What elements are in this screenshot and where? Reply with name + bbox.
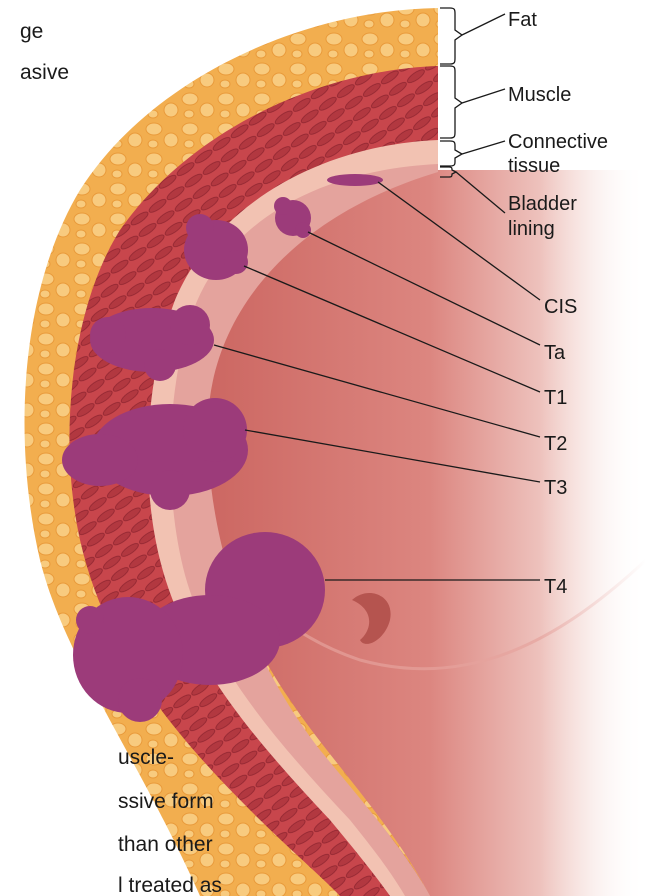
bracket-muscle [440,66,462,138]
leader-connective [462,141,505,154]
bottom-text-line-3: than other [118,833,213,856]
intro-text-line-2: asive [20,61,69,84]
bottom-text-line-1: uscle- [118,746,174,769]
label-t4: T4 [544,576,567,598]
tumor-cis [327,174,383,186]
layer-brackets [440,8,462,177]
label-ta: Ta [544,342,566,364]
label-t2: T2 [544,433,567,455]
label-cis: CIS [544,296,577,318]
label-t1: T1 [544,387,567,409]
bracket-connective [440,141,462,166]
label-lining-1: Bladder [508,193,577,215]
bracket-fat [440,8,462,64]
label-t3: T3 [544,477,567,499]
bottom-text-line-2: ssive form [118,790,214,813]
leader-muscle [462,89,505,103]
bottom-text-line-4: l treated as [118,874,222,896]
label-muscle: Muscle [508,84,571,106]
leader-fat [462,14,505,35]
label-lining-2: lining [508,218,555,240]
intro-text-line-1: ge [20,20,43,43]
label-fat: Fat [508,9,537,31]
label-connective-1: Connective [508,131,608,153]
right-fade [540,150,646,896]
label-connective-2: tissue [508,155,560,177]
